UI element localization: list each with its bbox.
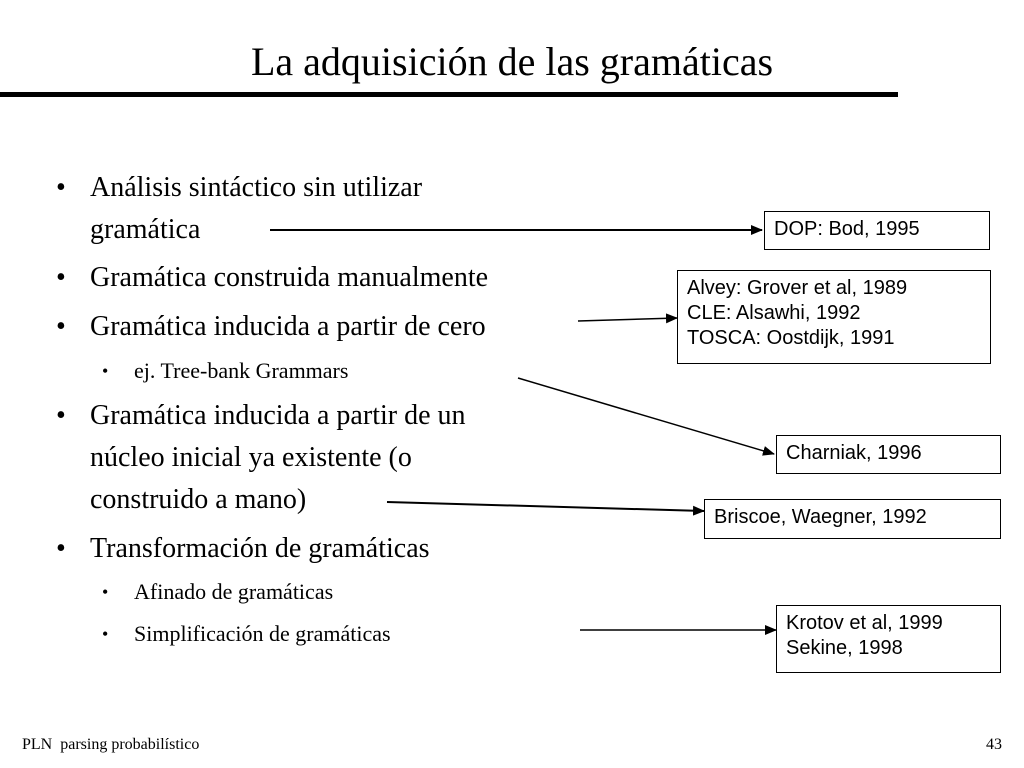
ref-dop-line: DOP: Bod, 1995 xyxy=(774,218,920,240)
ref-cle-line: CLE: Alsawhi, 1992 xyxy=(687,302,861,324)
arrow-to-briscoe xyxy=(386,501,705,516)
ref-charniak-line: Charniak, 1996 xyxy=(786,442,922,464)
ref-krotov-line: Krotov et al, 1999 xyxy=(786,612,943,634)
ref-box-charniak: Charniak, 1996 xyxy=(776,435,1001,474)
footer-page-number: 43 xyxy=(986,736,1002,753)
bullet-gramatica-cero: Gramática inducida a partir de cero xyxy=(56,306,486,348)
bullet-analisis-line2: gramática xyxy=(90,209,200,251)
footer-course-label: PLN parsing probabilístico xyxy=(22,736,200,753)
title-underline xyxy=(0,92,898,97)
bullet-transformacion: Transformación de gramáticas xyxy=(56,528,429,570)
ref-briscoe-line: Briscoe, Waegner, 1992 xyxy=(714,506,927,528)
ref-tosca-line: TOSCA: Oostdijk, 1991 xyxy=(687,327,895,349)
subbullet-tree-bank: ej. Tree-bank Grammars xyxy=(102,356,349,386)
ref-alvey-line: Alvey: Grover et al, 1989 xyxy=(687,277,908,299)
bullet-analisis-text2: gramática xyxy=(90,214,201,245)
arrow-to-charniak xyxy=(517,377,775,456)
bullet-nucleo-text2: núcleo inicial ya existente (o xyxy=(90,442,412,473)
bullet-nucleo-line2: núcleo inicial ya existente (o xyxy=(90,437,412,479)
ref-box-krotov: Krotov et al, 1999 Sekine, 1998 xyxy=(776,605,1001,673)
ref-sekine-line: Sekine, 1998 xyxy=(786,637,903,659)
bullet-nucleo-line3: construido a mano) xyxy=(90,479,306,521)
bullet-gramatica-manual: Gramática construida manualmente xyxy=(56,257,488,299)
bullet-nucleo-text3: construido a mano) xyxy=(90,484,307,515)
ref-box-briscoe: Briscoe, Waegner, 1992 xyxy=(704,499,1001,539)
ref-box-dop: DOP: Bod, 1995 xyxy=(764,211,990,250)
bullet-nucleo-line1: Gramática inducida a partir de un xyxy=(56,395,465,437)
subbullet-simplificacion: Simplificación de gramáticas xyxy=(102,619,391,649)
bullet-analisis-line1: Análisis sintáctico sin utilizar xyxy=(56,167,422,209)
subbullet-afinado: Afinado de gramáticas xyxy=(102,577,333,607)
ref-box-alvey: Alvey: Grover et al, 1989 CLE: Alsawhi, … xyxy=(677,270,991,364)
arrow-to-alvey xyxy=(577,313,678,324)
slide-title: La adquisición de las gramáticas xyxy=(250,39,774,84)
